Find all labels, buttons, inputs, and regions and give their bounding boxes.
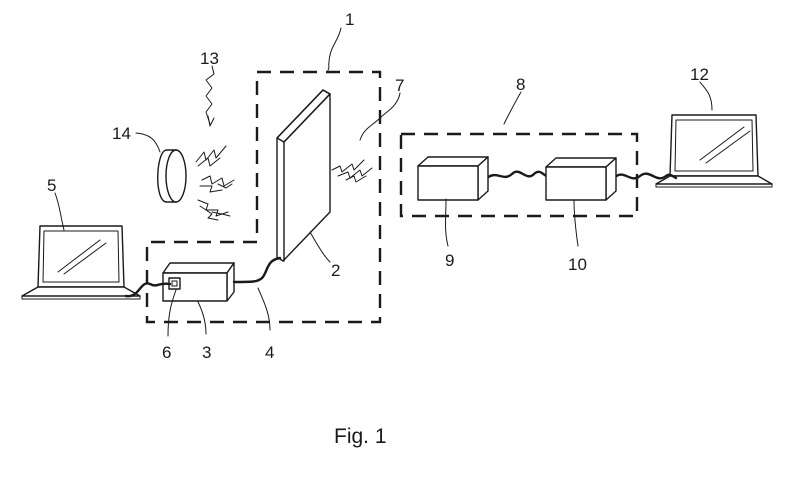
ref-label-7: 7 [395,76,404,95]
ref-label-1: 1 [345,10,354,29]
panel-2 [276,89,331,262]
box-9 [417,156,489,201]
leader-lines [54,27,713,337]
figure-caption: Fig. 1 [334,425,387,448]
ref-label-6: 6 [162,343,171,362]
ref-label-5: 5 [47,176,56,195]
emitted-rays-7 [331,159,373,183]
cable-laptop-to-box [124,282,172,298]
ref-label-8: 8 [516,75,525,94]
system-8-boundary [399,132,639,218]
laptop-5 [21,225,141,300]
control-box-3 [162,262,235,302]
cable-9-to-10 [485,170,549,180]
ref-label-14: 14 [112,124,131,143]
ref-label-2: 2 [331,261,340,280]
ref-label-13: 13 [200,49,219,68]
ref-label-12: 12 [690,65,709,84]
lens-14 [157,149,187,203]
light-rays-13 [195,145,235,221]
cable-10-to-laptop [612,172,678,180]
ref-label-9: 9 [445,251,454,270]
ref-label-3: 3 [202,343,211,362]
ref-label-10: 10 [568,255,587,274]
assembly-1-boundary [145,70,382,324]
ref-label-4: 4 [265,343,274,362]
laptop-12 [655,114,773,188]
box-10 [545,157,617,201]
cable-4 [232,256,282,284]
